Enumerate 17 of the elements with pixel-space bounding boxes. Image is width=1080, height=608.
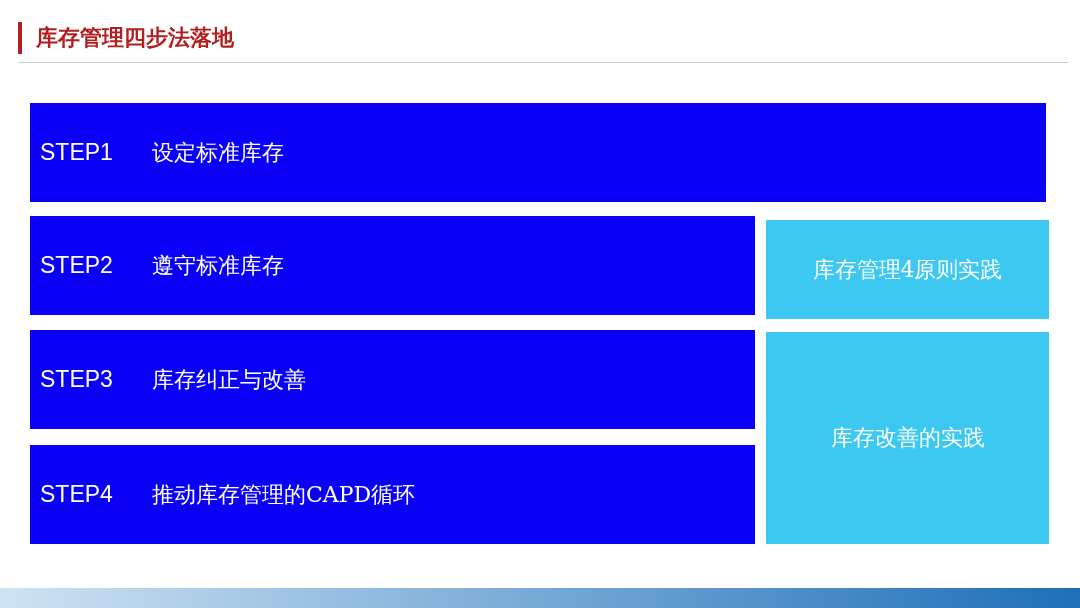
step-bar <box>30 216 755 315</box>
step-number: STEP4 <box>40 481 114 508</box>
step-text: 库存纠正与改善 <box>152 365 306 394</box>
step-text: 遵守标准库存 <box>152 251 284 280</box>
step-text: 库存改善的实践 <box>830 424 985 452</box>
practice-box <box>766 332 1049 544</box>
step-text: 推动库存管理的CAPD循环 <box>152 480 416 509</box>
step-number: STEP2 <box>40 252 114 279</box>
step-text: 库存管理4原则实践 <box>812 255 1003 284</box>
step-number: STEP1 <box>40 139 114 166</box>
step-number: STEP3 <box>40 366 114 393</box>
title-text: 库存管理四步法落地 <box>36 24 234 52</box>
step-bar <box>30 103 1046 202</box>
step-bar <box>30 445 755 544</box>
practice-box <box>766 220 1049 319</box>
step-text: 设定标准库存 <box>152 138 284 167</box>
step-bar <box>30 330 755 429</box>
